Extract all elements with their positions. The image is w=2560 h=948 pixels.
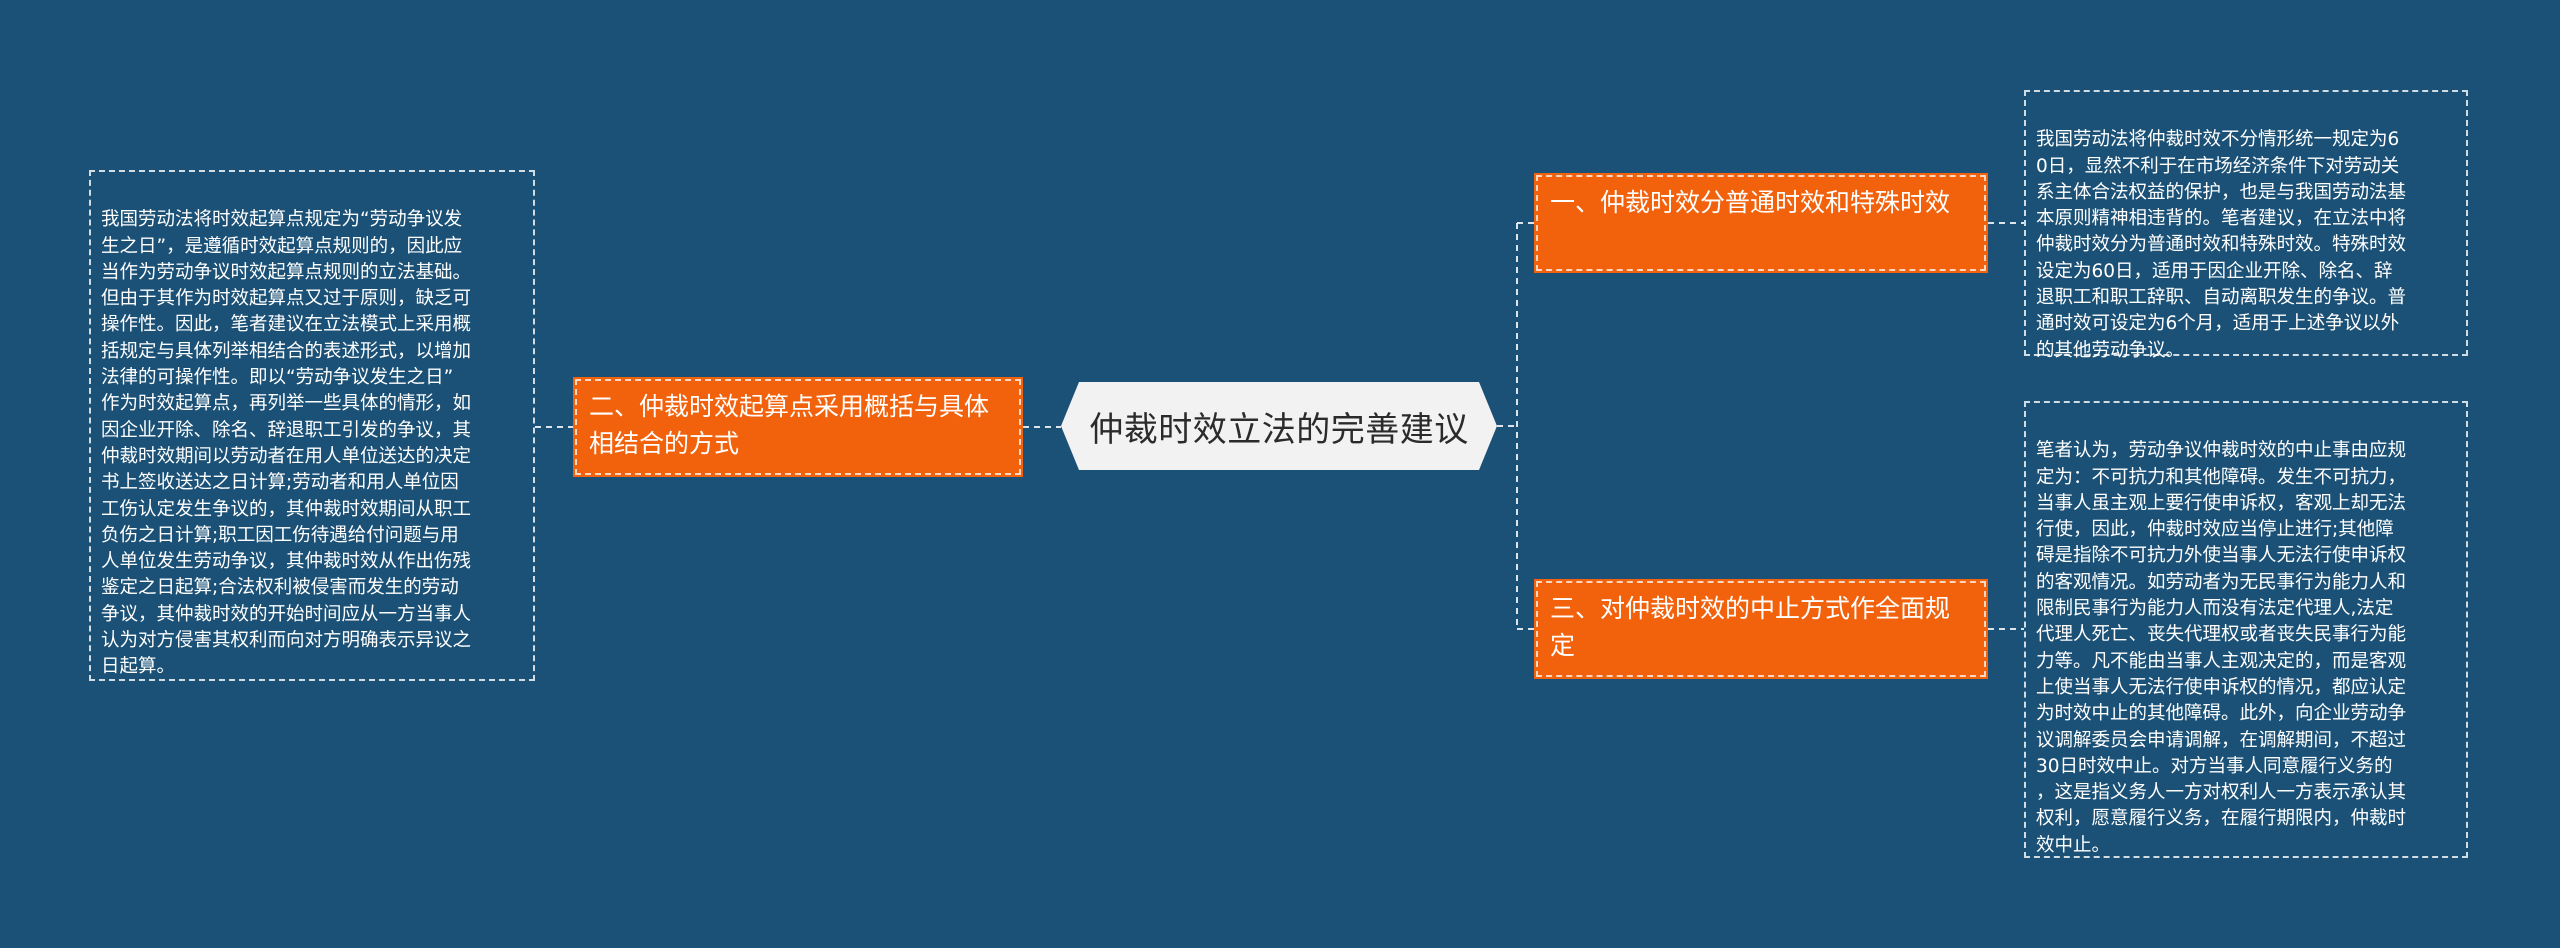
central-topic[interactable]: 仲裁时效立法的完善建议	[1061, 382, 1497, 470]
topic-3-note-text: 笔者认为，劳动争议仲裁时效的中止事由应规 定为：不可抗力和其他障碍。发生不可抗力…	[2036, 440, 2407, 856]
topic-3-label: 三、对仲裁时效的中止方式作全面规定	[1550, 594, 1951, 660]
topic-1-label: 一、仲裁时效分普通时效和特殊时效	[1550, 188, 1951, 217]
topic-2-label: 二、仲裁时效起算点采用概括与具体相结合的方式	[589, 392, 990, 458]
topic-2-box[interactable]: 二、仲裁时效起算点采用概括与具体相结合的方式	[573, 377, 1023, 477]
topic-1-note-text: 我国劳动法将仲裁时效不分情形统一规定为6 0日，显然不利于在市场经济条件下对劳动…	[2036, 129, 2407, 361]
central-topic-label: 仲裁时效立法的完善建议	[1089, 409, 1469, 450]
topic-2-note[interactable]: 我国劳动法将时效起算点规定为“劳动争议发 生之日”，是遵循时效起算点规则的，因此…	[89, 170, 535, 681]
topic-3-box[interactable]: 三、对仲裁时效的中止方式作全面规定	[1534, 579, 1988, 679]
topic-3-note[interactable]: 笔者认为，劳动争议仲裁时效的中止事由应规 定为：不可抗力和其他障碍。发生不可抗力…	[2024, 401, 2468, 858]
topic-1-note[interactable]: 我国劳动法将仲裁时效不分情形统一规定为6 0日，显然不利于在市场经济条件下对劳动…	[2024, 90, 2468, 361]
topic-1-box[interactable]: 一、仲裁时效分普通时效和特殊时效	[1534, 173, 1988, 273]
topic-2-note-text: 我国劳动法将时效起算点规定为“劳动争议发 生之日”，是遵循时效起算点规则的，因此…	[101, 209, 472, 678]
